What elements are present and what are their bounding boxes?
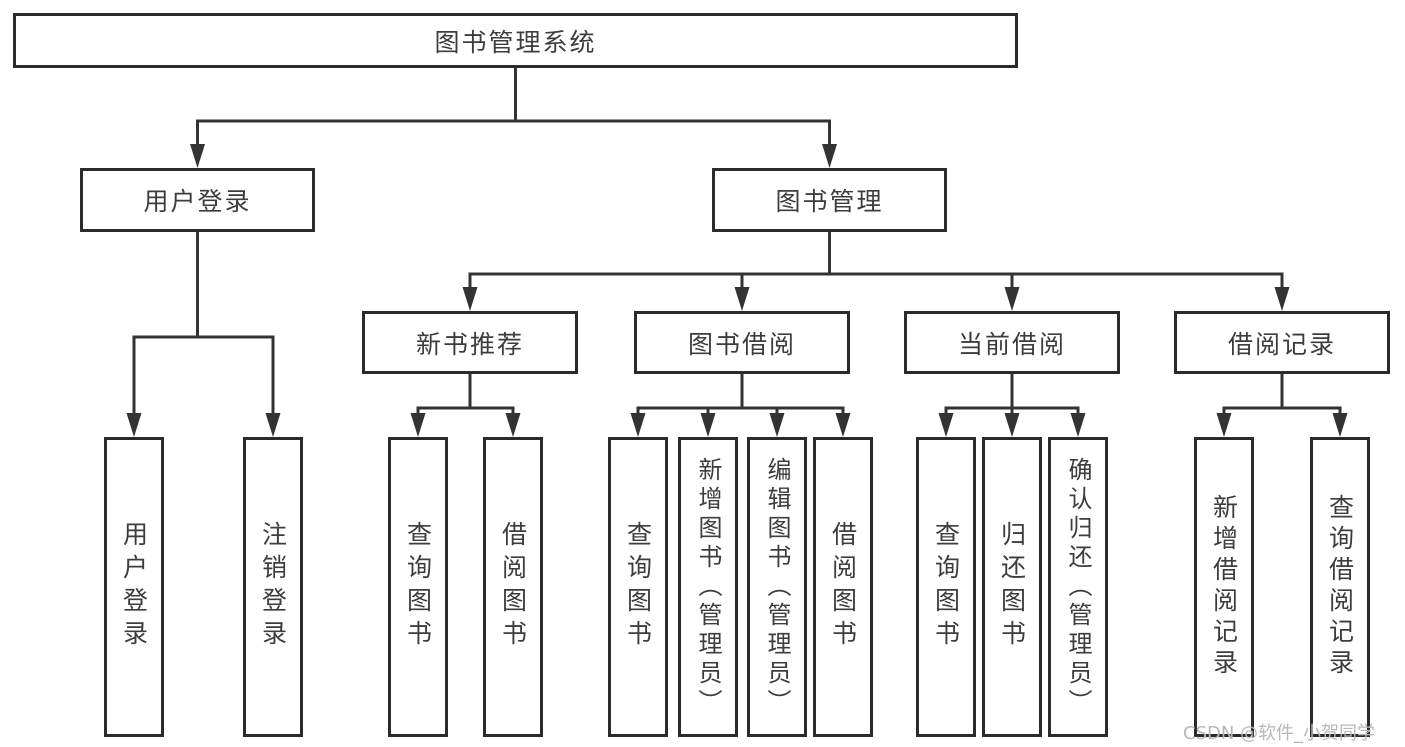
- leaf-edit-book-admin: 编辑图书（管理员）: [747, 437, 807, 737]
- leaf-user-login: 用户登录: [104, 437, 164, 737]
- leaf-add-borrow-record-label: 新增借阅记录: [1209, 494, 1239, 680]
- leaf-borrow-book-label: 借阅图书: [828, 521, 858, 653]
- node-book-borrow: 图书借阅: [634, 311, 850, 374]
- leaf-query-book-borrow-label: 查询图书: [623, 521, 653, 653]
- leaf-query-borrow-record: 查询借阅记录: [1310, 437, 1370, 737]
- leaf-add-book-admin: 新增图书（管理员）: [678, 437, 738, 737]
- node-borrow-record: 借阅记录: [1174, 311, 1390, 374]
- leaf-query-borrow-record-label: 查询借阅记录: [1325, 494, 1355, 680]
- leaf-add-book-admin-label: 新增图书（管理员）: [694, 456, 722, 718]
- leaf-query-book-borrow: 查询图书: [608, 437, 668, 737]
- csdn-watermark: CSDN @软件_小贺同学: [1183, 723, 1376, 744]
- leaf-add-borrow-record: 新增借阅记录: [1194, 437, 1254, 737]
- node-new-book-recommend-label: 新书推荐: [415, 329, 524, 359]
- leaf-query-book-recommend: 查询图书: [388, 437, 448, 737]
- leaf-return-book-label: 归还图书: [997, 521, 1027, 653]
- node-book-management-label: 图书管理: [775, 187, 884, 216]
- node-current-borrow: 当前借阅: [904, 311, 1120, 374]
- leaf-borrow-book: 借阅图书: [813, 437, 873, 737]
- leaf-logout: 注销登录: [243, 437, 303, 737]
- node-root-library-system: 图书管理系统: [13, 13, 1018, 68]
- node-borrow-record-label: 借阅记录: [1227, 329, 1336, 359]
- node-user-login-label: 用户登录: [143, 187, 252, 216]
- leaf-edit-book-admin-label: 编辑图书（管理员）: [763, 456, 791, 718]
- node-current-borrow-label: 当前借阅: [957, 329, 1066, 359]
- node-book-management: 图书管理: [712, 168, 947, 232]
- leaf-user-login-label: 用户登录: [119, 521, 149, 653]
- leaf-borrow-book-recommend-label: 借阅图书: [498, 521, 528, 653]
- leaf-confirm-return-admin-label: 确认归还（管理员）: [1064, 456, 1092, 718]
- node-root-label: 图书管理系统: [434, 27, 597, 57]
- leaf-query-book-current: 查询图书: [916, 437, 976, 737]
- arrowheads: [126, 144, 1348, 437]
- leaf-confirm-return-admin: 确认归还（管理员）: [1048, 437, 1108, 737]
- node-book-borrow-label: 图书借阅: [687, 329, 796, 359]
- node-user-login: 用户登录: [80, 168, 315, 232]
- leaf-query-book-current-label: 查询图书: [931, 521, 961, 653]
- leaf-logout-label: 注销登录: [258, 521, 288, 653]
- leaf-borrow-book-recommend: 借阅图书: [483, 437, 543, 737]
- leaf-return-book: 归还图书: [982, 437, 1042, 737]
- leaf-query-book-recommend-label: 查询图书: [403, 521, 433, 653]
- node-new-book-recommend: 新书推荐: [362, 311, 578, 374]
